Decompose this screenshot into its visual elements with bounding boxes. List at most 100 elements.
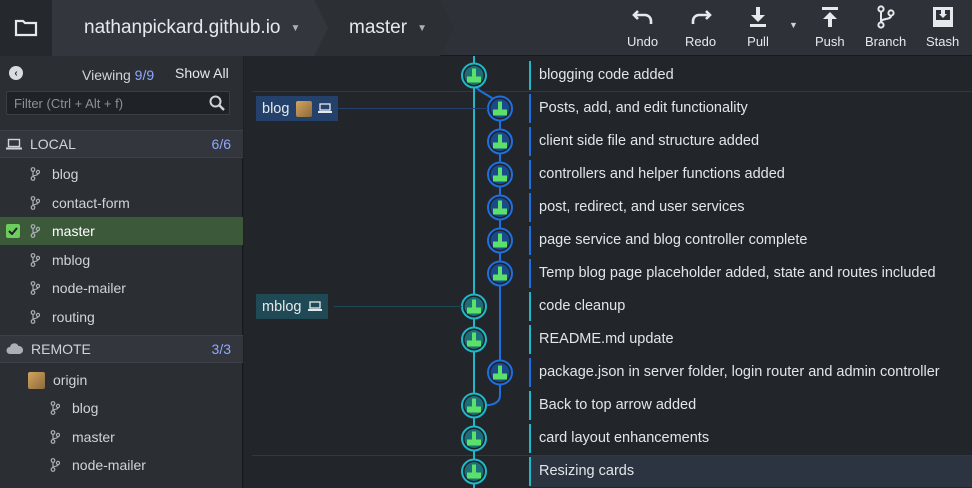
branch-ref-blog[interactable]: blog <box>256 96 339 121</box>
redo-button[interactable]: Redo <box>685 4 716 52</box>
viewing-count: 9/9 <box>134 67 155 83</box>
commit-row-background <box>530 258 972 289</box>
branch-color-bar <box>529 259 531 288</box>
branch-button[interactable]: Branch <box>865 4 906 52</box>
push-button[interactable]: Push <box>815 4 845 52</box>
commit-row-background <box>530 324 972 355</box>
branch-ref-mblog[interactable]: mblog <box>256 294 328 319</box>
commit-message: blogging code added <box>539 67 674 83</box>
repo-selector[interactable]: nathanpickard.github.io ▼ <box>52 0 328 56</box>
folder-icon <box>14 19 38 37</box>
branch-color-bar <box>529 325 531 354</box>
commit-row[interactable]: Temp blog page placeholder added, state … <box>244 257 972 290</box>
viewing-status: Viewing 9/9 <box>82 67 154 83</box>
origin-label: origin <box>53 372 88 388</box>
graph-lines <box>461 56 513 488</box>
local-branch-node-mailer[interactable]: node-mailer <box>0 274 243 302</box>
commit-row-background <box>530 60 972 91</box>
branch-icon <box>30 252 40 267</box>
commit-row[interactable]: client side file and structure added <box>244 125 972 158</box>
pull-options-chevron-icon[interactable]: ▼ <box>789 20 798 30</box>
local-branch-contact-form[interactable]: contact-form <box>0 189 243 217</box>
commit-row[interactable]: card layout enhancements <box>244 422 972 455</box>
remote-branch-node-mailer[interactable]: node-mailer <box>0 451 243 479</box>
commit-message: Posts, add, and edit functionality <box>539 100 748 116</box>
checkout-check-icon <box>6 224 20 238</box>
commit-row[interactable]: Resizing cards <box>244 455 972 488</box>
commit-row[interactable]: README.md update <box>244 323 972 356</box>
commit-row-background <box>530 423 972 454</box>
branch-name: master <box>349 17 408 38</box>
branch-color-bar <box>529 226 531 255</box>
local-branch-mblog[interactable]: mblog <box>0 246 243 274</box>
user-icon-body <box>493 241 507 248</box>
open-repo-button[interactable] <box>0 0 52 56</box>
commit-row[interactable]: controllers and helper functions added <box>244 158 972 191</box>
sidebar: ‹ Viewing 9/9 Show All LOCAL 6/6 blog con… <box>0 56 243 488</box>
branch-color-bar <box>529 424 531 453</box>
show-all-link[interactable]: Show All <box>175 65 229 81</box>
undo-label: Undo <box>627 34 659 49</box>
toolbar: nathanpickard.github.io ▼ master ▼ Undo … <box>0 0 972 56</box>
branch-icon <box>30 281 40 295</box>
commit-message: controllers and helper functions added <box>539 166 785 182</box>
commit-row-background <box>530 159 972 190</box>
commit-row[interactable]: Posts, add, and edit functionality <box>244 92 972 125</box>
undo-icon <box>631 10 652 24</box>
commit-row[interactable]: Back to top arrow added <box>244 389 972 422</box>
redo-icon <box>691 10 712 24</box>
laptop-icon <box>6 138 22 150</box>
branch-color-bar <box>529 391 531 420</box>
redo-label: Redo <box>685 34 717 49</box>
branch-icon <box>50 401 60 415</box>
filter-input[interactable] <box>14 95 204 111</box>
user-icon-body <box>467 406 481 413</box>
commit-row[interactable]: page service and blog controller complet… <box>244 224 972 257</box>
undo-button[interactable]: Undo <box>627 4 658 52</box>
branch-label: node-mailer <box>72 457 146 473</box>
user-icon-body <box>493 274 507 281</box>
stash-button[interactable]: Stash <box>926 4 959 52</box>
cloud-icon <box>6 343 23 355</box>
remote-branch-blog[interactable]: blog <box>0 394 243 422</box>
push-label: Push <box>815 34 845 49</box>
laptop-icon <box>307 301 322 312</box>
branch-label: routing <box>52 308 95 325</box>
branch-label: blog <box>52 166 79 182</box>
user-icon-body <box>493 175 507 182</box>
user-icon-head <box>472 431 476 441</box>
stash-icon <box>932 7 953 27</box>
remote-count: 3/3 <box>211 341 231 357</box>
commit-row[interactable]: post, redirect, and user services <box>244 191 972 224</box>
stash-label: Stash <box>926 34 960 49</box>
remote-origin[interactable]: origin <box>0 366 243 394</box>
user-icon-head <box>472 332 476 342</box>
remote-branch-master[interactable]: master <box>0 423 243 451</box>
user-icon-head <box>498 266 502 276</box>
user-icon-body <box>493 373 507 380</box>
avatar <box>296 100 313 117</box>
remote-section-header[interactable]: REMOTE 3/3 <box>0 335 243 363</box>
pull-button[interactable]: Pull <box>745 4 771 52</box>
local-section-header[interactable]: LOCAL 6/6 <box>0 130 243 158</box>
branch-color-bar <box>529 292 531 321</box>
collapse-sidebar-icon[interactable]: ‹ <box>9 66 23 80</box>
pull-icon <box>750 7 766 27</box>
commit-message: card layout enhancements <box>539 430 710 446</box>
local-branch-blog[interactable]: blog <box>0 160 243 188</box>
branch-label: node-mailer <box>52 280 126 296</box>
local-branch-master[interactable]: master <box>0 217 243 245</box>
commit-row-background <box>530 93 972 124</box>
commit-row[interactable]: code cleanup <box>244 290 972 323</box>
branch-label: contact-form <box>52 194 130 211</box>
commit-row[interactable]: package.json in server folder, login rou… <box>244 356 972 389</box>
commit-message: client side file and structure added <box>539 133 760 149</box>
laptop-icon <box>318 103 333 114</box>
commit-row[interactable]: blogging code added <box>244 59 972 92</box>
local-branch-routing[interactable]: routing <box>0 303 243 331</box>
branch-selector[interactable]: master ▼ <box>314 0 454 56</box>
repo-name: nathanpickard.github.io <box>84 17 281 38</box>
ref-label: blog <box>262 100 290 117</box>
branch-label: master <box>72 428 115 445</box>
local-label: LOCAL <box>30 136 76 152</box>
